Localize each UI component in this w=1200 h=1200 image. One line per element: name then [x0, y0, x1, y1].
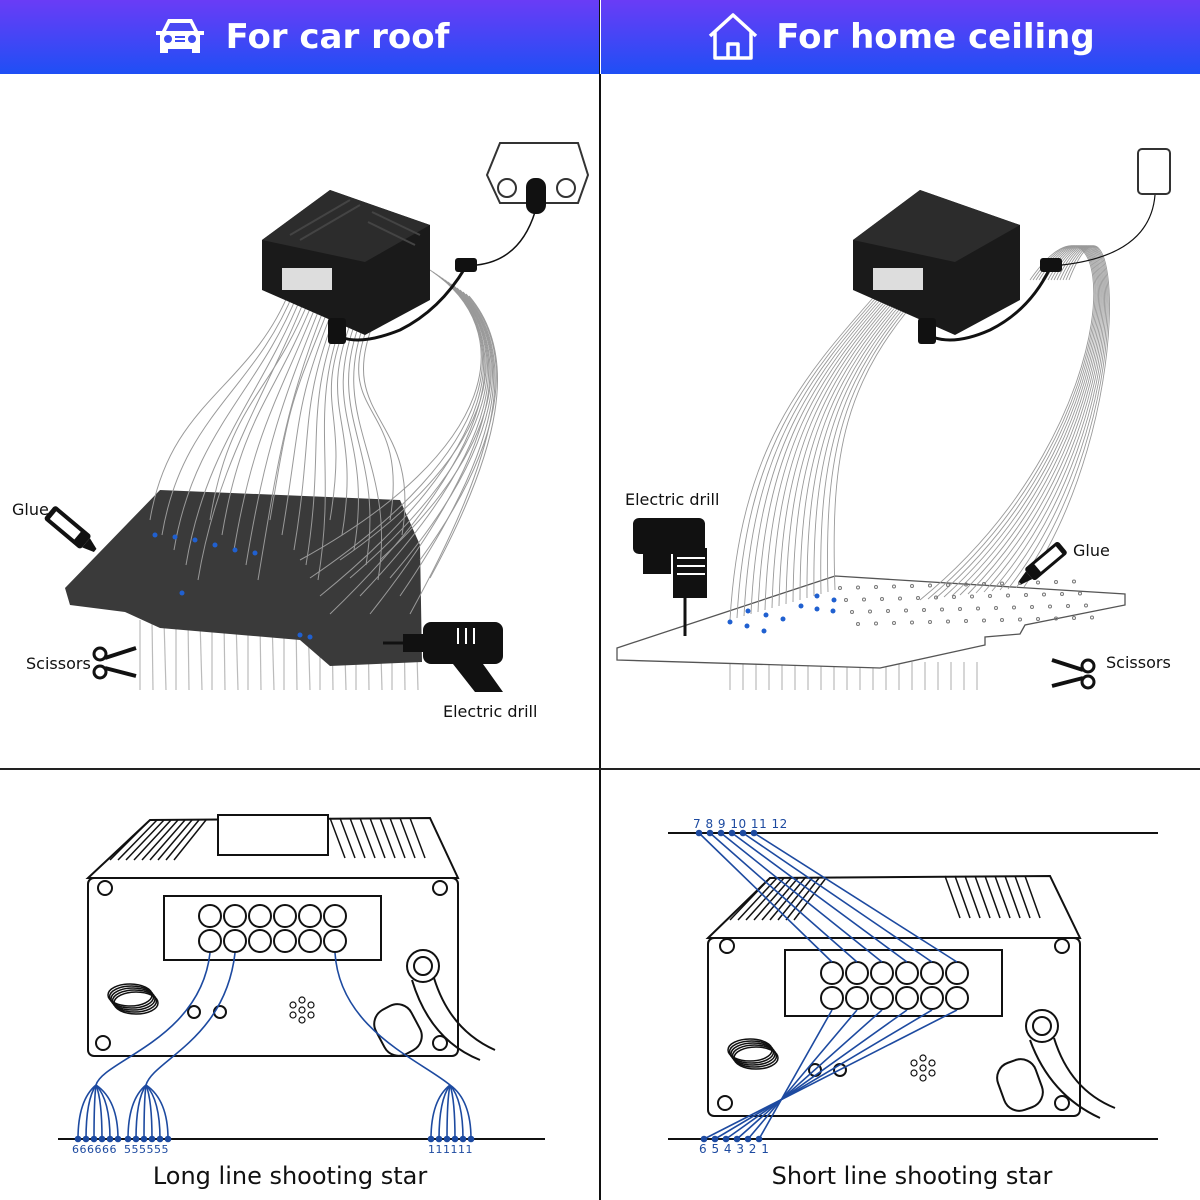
short-fiber-lines [695, 829, 958, 1143]
wall-adapter [1137, 148, 1171, 195]
car-icon [150, 15, 210, 59]
scissors-icon-home [1051, 658, 1096, 690]
long-fiber-lines [74, 952, 475, 1143]
glue-label: Glue [12, 500, 49, 519]
bottom-port-numbers: 6 5 4 3 2 1 [699, 1142, 770, 1156]
home-ceiling-scene [616, 148, 1171, 690]
house-icon [706, 12, 760, 62]
car-roof-scene [44, 142, 590, 692]
long-line-caption: Long line shooting star [152, 1162, 428, 1190]
long-line-diagram [58, 814, 545, 1140]
header-divider [599, 0, 601, 74]
scissors-label-home: Scissors [1106, 653, 1171, 672]
electric-drill-icon [383, 622, 503, 692]
port-6-labels: 666666 [72, 1143, 117, 1156]
glue-label-home: Glue [1073, 541, 1110, 560]
scissors-icon [92, 646, 137, 680]
header-home-ceiling: For home ceiling [601, 0, 1200, 74]
header-title-home: For home ceiling [776, 17, 1095, 57]
short-line-caption: Short line shooting star [771, 1162, 1053, 1190]
port-1-labels: 111111 [428, 1143, 473, 1156]
light-engine-controller-home [853, 190, 1156, 344]
car-roof-headliner [65, 490, 422, 666]
port-5-labels: 555555 [124, 1143, 169, 1156]
vertical-divider [599, 0, 601, 1200]
glue-tube-icon-home [1018, 541, 1067, 585]
ceiling-board [616, 575, 1126, 669]
car-power-adapter [485, 142, 590, 214]
horizontal-divider [0, 768, 1200, 770]
header-car-roof: For car roof [0, 0, 599, 74]
short-line-diagram [668, 832, 1158, 1140]
header-title-car: For car roof [225, 17, 450, 57]
scissors-label: Scissors [26, 654, 91, 673]
electric-drill-icon-home [633, 518, 707, 636]
top-port-numbers: 7 8 9 10 11 12 [693, 817, 788, 831]
electric-drill-label: Electric drill [443, 702, 538, 721]
electric-drill-label-home: Electric drill [625, 490, 720, 509]
glue-tube-icon [44, 506, 97, 552]
light-engine-controller [262, 190, 536, 344]
